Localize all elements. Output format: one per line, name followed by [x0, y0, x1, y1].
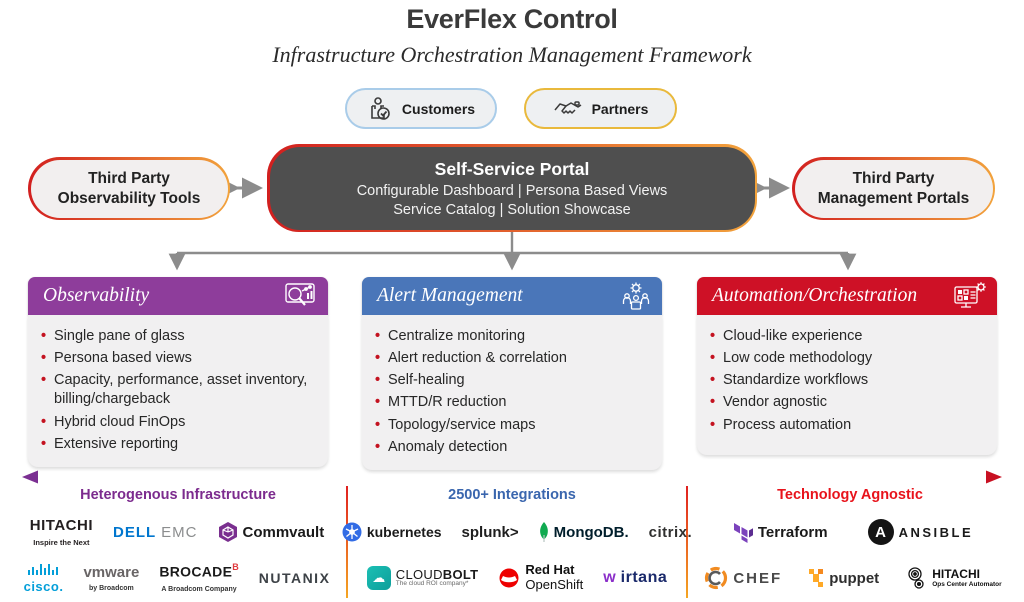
- terraform-logo: Terraform: [733, 521, 828, 543]
- cloudbolt-cloud-icon: ☁: [366, 566, 391, 590]
- section-divider: [686, 486, 688, 598]
- list-item: Vendor agnostic: [710, 393, 987, 412]
- partners-label: Partners: [591, 100, 649, 117]
- terraform-blocks-icon: [733, 521, 753, 543]
- ansible-circle-icon: A: [867, 519, 894, 545]
- observability-title: Observability: [43, 285, 150, 306]
- list-item: Extensive reporting: [41, 435, 318, 454]
- spectrum-arrow: [22, 470, 1002, 484]
- list-item: Low code methodology: [710, 349, 987, 368]
- kubernetes-helm-icon: [342, 522, 362, 542]
- handshake-icon: [553, 97, 583, 121]
- ops-center-rings-icon: [905, 566, 927, 590]
- commvault-logo: Commvault: [218, 521, 324, 543]
- side-right-line-2: Management Portals: [817, 189, 970, 207]
- commvault-hexagon-icon: [218, 521, 238, 543]
- mongodb-leaf-icon: [539, 522, 549, 542]
- hitachi-ops-center-logo: HITACHI Ops Center Automator: [905, 566, 1002, 590]
- customers-icon: [367, 96, 393, 122]
- redhat-openshift-logo: Red Hat OpenShift: [498, 562, 583, 593]
- automation-orchestration-column: Automation/Orchestration Cloud-like expe…: [697, 277, 997, 455]
- portal-title: Self-Service Portal: [434, 158, 590, 179]
- automation-orchestration-header: Automation/Orchestration: [697, 277, 997, 315]
- list-item: Anomaly detection: [375, 438, 652, 457]
- chef-ring-icon: [704, 566, 728, 590]
- cloudbolt-logo: ☁ CLOUDBOLT The cloud ROI company*: [366, 566, 479, 590]
- observability-list: Single pane of glass Persona based views…: [28, 315, 328, 467]
- list-item: Hybrid cloud FinOps: [41, 413, 318, 432]
- list-item: Cloud-like experience: [710, 327, 987, 346]
- splunk-logo: splunk>: [461, 523, 519, 541]
- list-item: Self-healing: [375, 371, 652, 390]
- team-gear-icon: [620, 281, 652, 311]
- automation-orchestration-list: Cloud-like experience Low code methodolo…: [697, 315, 997, 455]
- section-label-technology-agnostic: Technology Agnostic: [777, 487, 923, 503]
- third-party-observability-tools: Third Party Observability Tools: [28, 157, 230, 220]
- side-left-line-2: Observability Tools: [57, 189, 201, 207]
- list-item: Single pane of glass: [41, 327, 318, 346]
- customers-pill: Customers: [345, 88, 497, 129]
- redhat-hat-icon: [498, 567, 520, 589]
- portal-line-2: Service Catalog | Solution Showcase: [393, 201, 631, 218]
- third-party-management-portals: Third Party Management Portals: [792, 157, 995, 220]
- workflow-gear-icon: [953, 281, 987, 311]
- page-subtitle: Infrastructure Orchestration Management …: [272, 42, 752, 67]
- integration-logos: kubernetes splunk> MongoDB. citrix.: [342, 512, 692, 598]
- observability-header: Observability: [28, 277, 328, 315]
- ansible-logo: A ANSIBLE: [867, 519, 974, 545]
- portal-line-1: Configurable Dashboard | Persona Based V…: [356, 182, 668, 199]
- page-title: EverFlex Control: [406, 4, 618, 34]
- section-label-heterogenous-infrastructure: Heterogenous Infrastructure: [80, 487, 276, 503]
- technology-logos: Terraform A ANSIBLE CHEF: [692, 512, 1014, 598]
- list-item: Topology/service maps: [375, 416, 652, 435]
- side-right-line-1: Third Party: [852, 170, 935, 188]
- infrastructure-logos: HITACHI Inspire the Next DELL EMC Commva…: [12, 512, 342, 598]
- mongodb-logo: MongoDB.: [539, 522, 629, 542]
- observability-icon: [282, 282, 318, 310]
- list-item: Capacity, performance, asset inventory, …: [41, 371, 318, 409]
- puppet-mark-icon: [808, 568, 824, 588]
- list-item: Persona based views: [41, 349, 318, 368]
- alert-management-header: Alert Management: [362, 277, 662, 315]
- list-item: Standardize workflows: [710, 371, 987, 390]
- citrix-logo: citrix.: [648, 523, 693, 541]
- customers-label: Customers: [401, 100, 476, 117]
- partners-pill: Partners: [524, 88, 677, 129]
- alert-management-column: Alert Management Centralize monitoring A…: [362, 277, 662, 470]
- kubernetes-logo: kubernetes: [342, 522, 442, 542]
- side-left-line-1: Third Party: [88, 170, 170, 188]
- list-item: Process automation: [710, 416, 987, 435]
- list-item: Centralize monitoring: [375, 327, 652, 346]
- chef-logo: CHEF: [704, 566, 782, 590]
- list-item: MTTD/R reduction: [375, 393, 652, 412]
- observability-column: Observability Single pane of glass Perso…: [28, 277, 328, 467]
- puppet-logo: puppet: [808, 568, 879, 588]
- hitachi-logo: HITACHI Inspire the Next: [29, 516, 93, 547]
- nutanix-logo: NUTANIX: [258, 570, 331, 586]
- self-service-portal: Self-Service Portal Configurable Dashboa…: [267, 144, 757, 232]
- automation-orchestration-title: Automation/Orchestration: [712, 285, 918, 306]
- cisco-logo: cisco.: [24, 563, 64, 593]
- alert-management-list: Centralize monitoring Alert reduction & …: [362, 315, 662, 470]
- dell-emc-logo: DELL EMC: [113, 523, 198, 541]
- list-item: Alert reduction & correlation: [375, 349, 652, 368]
- alert-management-title: Alert Management: [377, 285, 523, 306]
- section-label-integrations: 2500+ Integrations: [448, 487, 576, 503]
- brocade-logo: BROCADEB A Broadcom Company: [159, 562, 239, 593]
- section-divider: [346, 486, 348, 598]
- vmware-logo: vmware by Broadcom: [83, 563, 140, 592]
